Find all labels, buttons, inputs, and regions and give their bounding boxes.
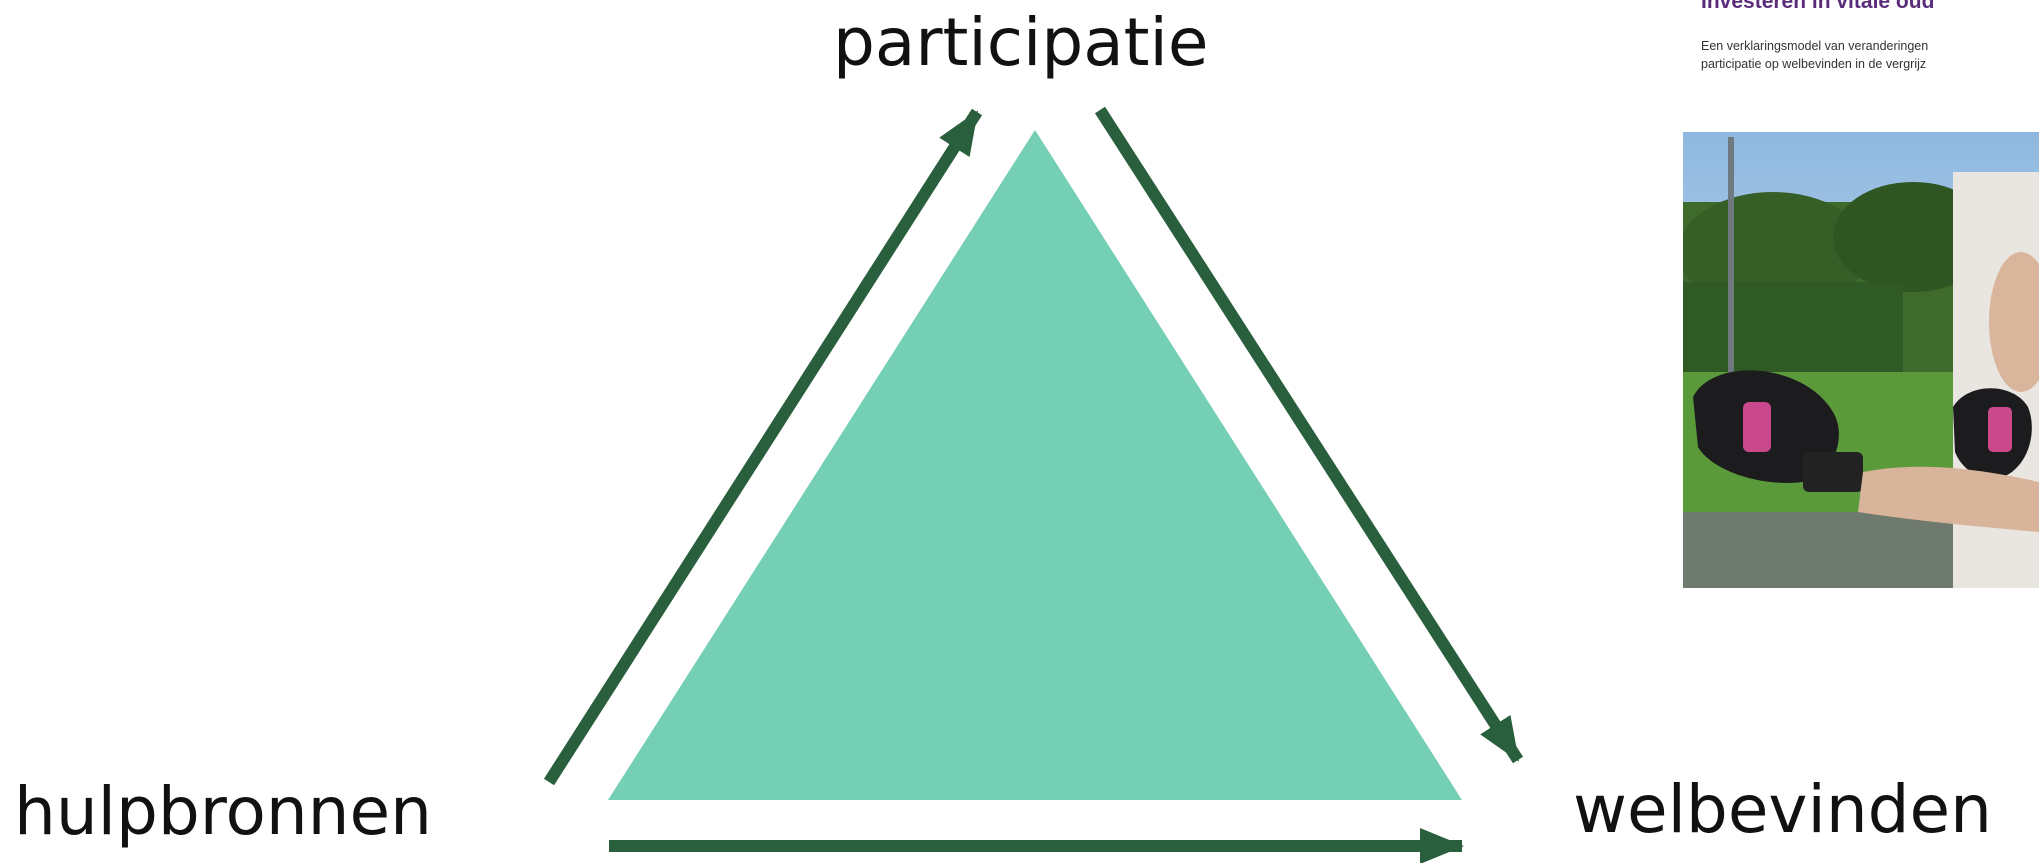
report-subtitle-line-1: Een verklaringsmodel van veranderingen	[1701, 39, 1928, 53]
report-subtitle: Een verklaringsmodel van veranderingen p…	[1701, 37, 1928, 73]
report-title: Investeren in vitale oud	[1701, 0, 1934, 14]
report-subtitle-line-2: participatie op welbevinden in de vergri…	[1701, 57, 1926, 71]
cover-photo	[1683, 132, 2039, 588]
report-thumbnail: Investeren in vitale oud Een verklarings…	[1683, 0, 2039, 600]
